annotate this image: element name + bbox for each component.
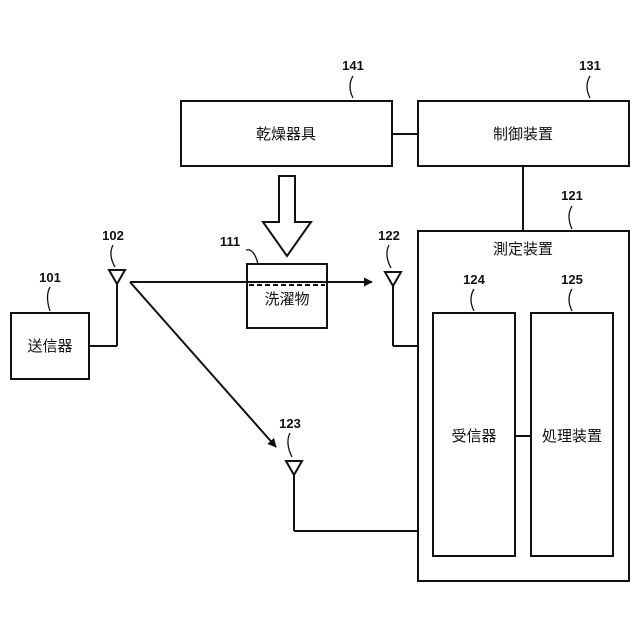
laundry-label: 洗濯物 [264,290,309,308]
dryer-block: 乾燥器具 [181,101,392,166]
transmitter-leader [48,287,51,311]
rx-antenna-2-ref: 123 [279,416,301,431]
laundry-block: 洗濯物 [247,264,327,328]
receiver-ref: 124 [463,272,485,287]
rx-antenna-2 [286,461,433,531]
hot-air-arrow [263,176,311,256]
tx-antenna-leader [111,245,115,267]
measurement-label: 測定装置 [493,240,553,258]
processor-block: 処理装置 [531,313,613,556]
receiver-label: 受信器 [451,427,496,445]
transmitter-label: 送信器 [27,337,72,355]
dryer-leader [350,76,353,98]
controller-ref: 131 [579,58,601,73]
transmitter-block: 送信器 [11,313,89,379]
laundry-leader [246,250,258,264]
dryer-label: 乾燥器具 [256,125,316,143]
rx-antenna-1-ref: 122 [378,228,400,243]
laundry-ref: 111 [220,234,240,249]
measurement-ref: 121 [561,188,583,203]
receiver-block: 受信器 [433,313,515,556]
tx-antenna [89,270,125,346]
controller-label: 制御装置 [493,125,553,143]
tx-antenna-ref: 102 [102,228,124,243]
processor-ref: 125 [561,272,583,287]
rx-antenna-2-leader [288,433,292,457]
dryer-ref: 141 [342,58,364,73]
measurement-leader [569,206,572,229]
processor-label: 処理装置 [542,427,602,445]
controller-block: 制御装置 [418,101,629,166]
rx-antenna-1-leader [387,245,391,268]
transmitter-ref: 101 [39,270,61,285]
controller-leader [587,76,590,98]
